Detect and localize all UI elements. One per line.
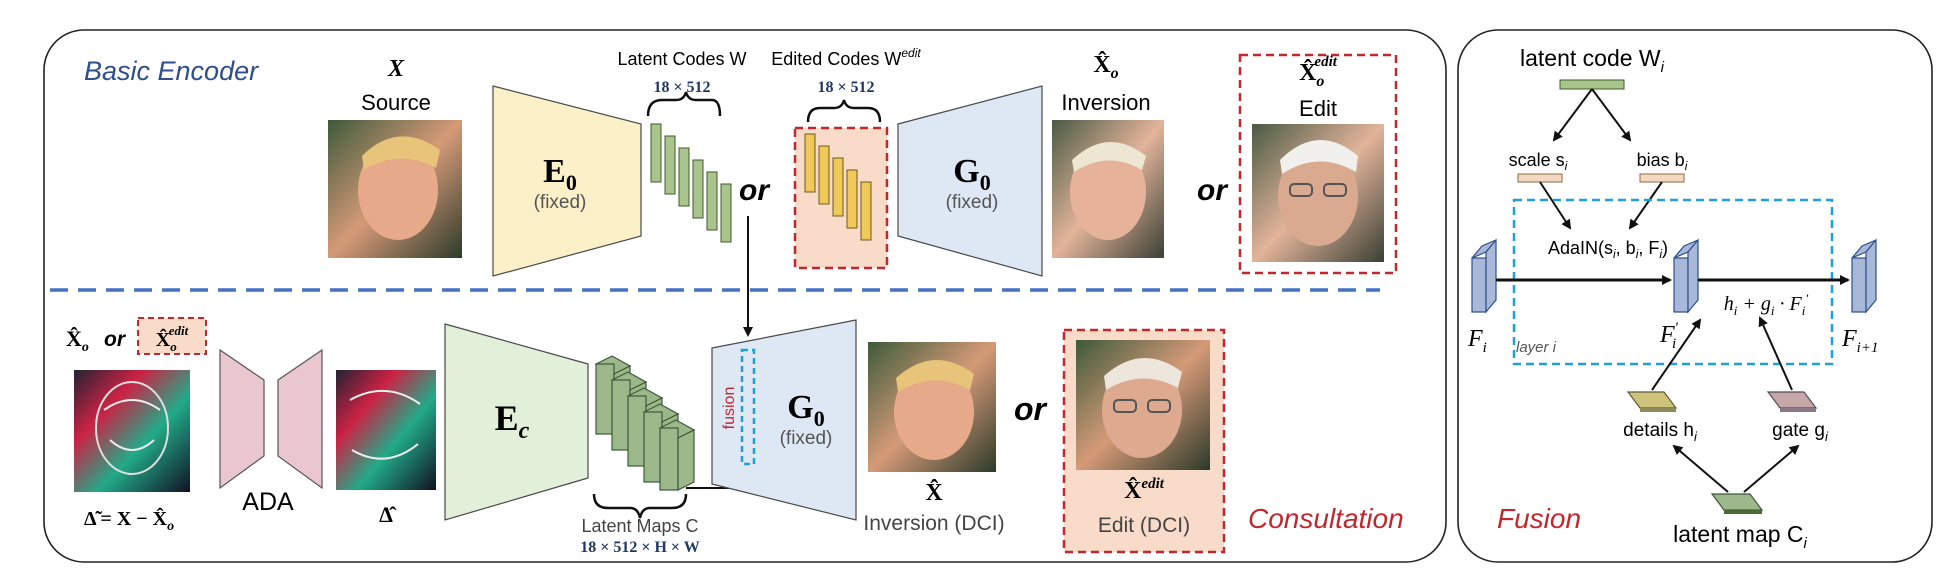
edit-face — [1278, 146, 1358, 246]
edit-box — [1238, 53, 1398, 275]
f-prime-label: F′i — [1659, 320, 1679, 352]
feature-fi-prime — [1673, 238, 1699, 314]
delta-formula: Δ̃ = X − X̂o — [84, 506, 174, 534]
feature-fi — [1471, 238, 1497, 314]
edit-symbol: X̂oedit — [1299, 54, 1338, 90]
latent-codes-dim: 18 × 512 — [653, 79, 710, 96]
generator-g0-bottom-symbol: G0 — [787, 389, 824, 431]
scale-bar — [1517, 173, 1563, 183]
latent-map-label: latent map Ci — [1673, 521, 1807, 552]
source-face — [358, 140, 438, 240]
edited-codes-bars — [804, 133, 872, 241]
edit-dci-face — [1102, 362, 1182, 458]
fusion-tag: fusion — [721, 387, 738, 430]
edit-dci-symbol: X̂edit — [1124, 476, 1165, 504]
edited-codes-dim: 18 × 512 — [817, 79, 874, 96]
encoder-e0 — [492, 85, 642, 277]
generator-g0-bottom — [711, 319, 857, 521]
latent-code-bar — [1559, 79, 1625, 90]
latent-codes-label: Latent Codes W — [617, 49, 746, 69]
latent-maps-dim: 18 × 512 × H × W — [580, 539, 700, 556]
latent-maps-brace — [592, 493, 688, 519]
section-basic-encoder: Basic Encoder — [84, 56, 259, 86]
latent-code-wi: latent code Wi — [1520, 45, 1665, 76]
section-consultation: Consultation — [1248, 503, 1404, 534]
delta-hat-label: Δ̂ — [379, 502, 397, 527]
gate-tile — [1766, 391, 1818, 412]
inversion-face — [1070, 144, 1146, 240]
latent-codes-bars — [650, 123, 732, 243]
bias-label: bias bi — [1637, 150, 1688, 173]
edit-dci-label: Edit (DCI) — [1098, 514, 1190, 537]
latent-maps-label: Latent Maps C — [581, 516, 698, 536]
bias-bar — [1639, 173, 1685, 183]
inversion-label: Inversion — [1061, 90, 1150, 115]
fusion-panel — [1457, 29, 1933, 563]
latent-maps-blocks — [594, 355, 696, 491]
generator-g0-top-note: (fixed) — [946, 192, 999, 213]
edited-codes-brace — [806, 99, 882, 123]
input-edit-symbol: X̂oedit — [156, 323, 189, 354]
edit-label: Edit — [1299, 96, 1337, 121]
details-tile — [1626, 391, 1678, 412]
section-fusion: Fusion — [1497, 503, 1581, 534]
adain-label: AdaIN(si, bi, Fi) — [1548, 238, 1668, 261]
or-top-2: or — [1197, 174, 1229, 207]
encoder-ec-symbol: Ec — [495, 398, 530, 444]
encoder-e0-symbol: E0 — [543, 153, 577, 195]
generator-g0-top-symbol: G0 — [953, 153, 990, 195]
residual-image — [74, 370, 190, 492]
encoder-e0-note: (fixed) — [534, 192, 587, 213]
layer-box — [1512, 198, 1834, 366]
fusion-formula: hi + gi · Fi′ — [1724, 291, 1809, 318]
latent-codes-brace — [646, 91, 722, 117]
or-top-1: or — [739, 174, 771, 207]
f-i-label: Fi — [1467, 326, 1487, 356]
layer-label: layer i — [1516, 339, 1557, 356]
input-or: or — [104, 328, 127, 351]
edited-codes-label: Edited Codes Wedit — [771, 46, 921, 69]
input-inversion-symbol: X̂o — [66, 326, 89, 355]
encoder-ec — [444, 323, 589, 521]
inversion-symbol: X̂o — [1093, 51, 1118, 82]
ada-block-right — [277, 348, 323, 490]
ada-block-left — [219, 348, 265, 490]
or-bottom: or — [1014, 391, 1048, 427]
f-next-label: Fi+1 — [1841, 326, 1878, 356]
feature-fi-next — [1851, 238, 1877, 314]
latent-map-tile — [1710, 493, 1764, 514]
fusion-slot — [740, 348, 756, 466]
inversion-dci-symbol: X̂ — [925, 479, 943, 506]
source-label: Source — [361, 90, 431, 115]
input-edit-box — [137, 317, 207, 355]
delta-hat-image — [336, 370, 436, 490]
ada-label: ADA — [242, 488, 294, 516]
details-label: details hi — [1623, 420, 1698, 444]
gate-label: gate gi — [1772, 420, 1829, 444]
inversion-dci-label: Inversion (DCI) — [863, 512, 1004, 535]
inversion-dci-face — [894, 364, 974, 460]
generator-g0-bottom-note: (fixed) — [780, 428, 833, 449]
generator-g0-top — [897, 85, 1043, 277]
scale-label: scale si — [1509, 150, 1568, 173]
main-panel — [43, 29, 1447, 563]
source-symbol: X — [387, 56, 405, 82]
